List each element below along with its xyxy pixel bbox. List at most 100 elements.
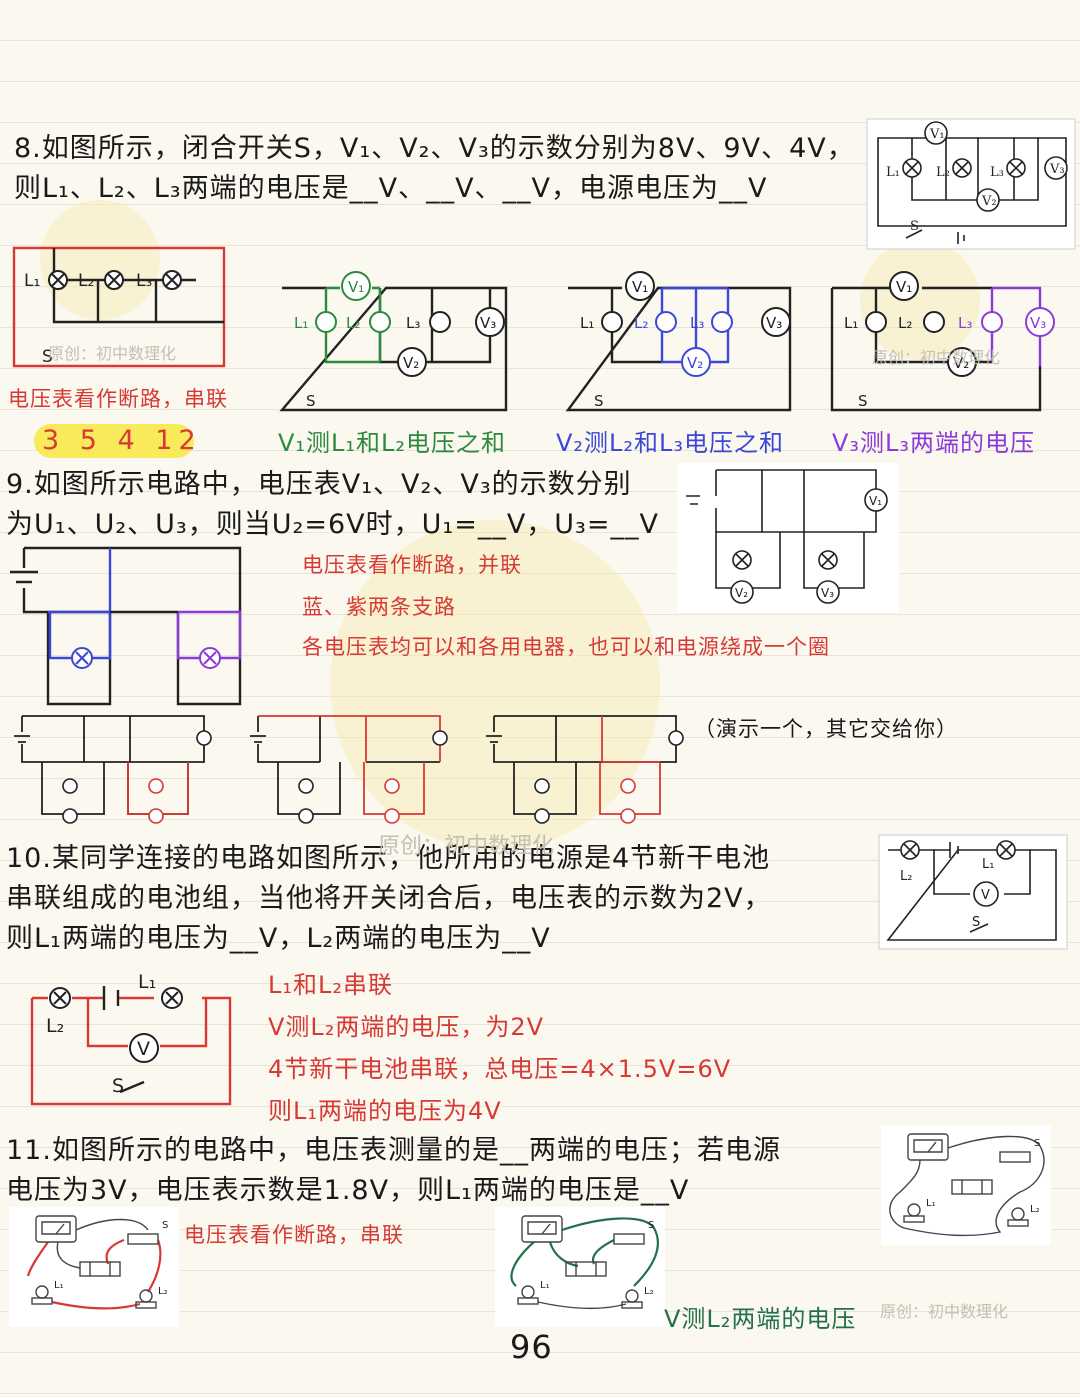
q8-series-sketch: L₁ L₂ L₃ S [12,246,226,368]
q9-demo-circuit-1 [14,715,212,824]
q8-circuit-v3-purple: V₁ L₁ L₂ L₃ V₃ V₂ S [830,271,1055,412]
q8-caption-v2: V₂测L₂和L₃电压之和 [556,429,785,457]
q8-c3-l3: L₃ [958,314,972,332]
q10-analysis-circuit: L₂ L₁ V S [30,971,232,1106]
q10-sketch-l2: L₂ [46,1015,64,1037]
q8-answers: 3 5 4 12 [42,425,202,456]
q8-caption-v1: V₁测L₁和L₂电压之和 [278,429,507,457]
q11-caption: V测L₂两端的电压 [664,1305,857,1333]
q11-note: 电压表看作断路，串联 [184,1223,404,1247]
q10-ref-s: S [972,915,980,930]
q8-c2-l1: L₁ [580,314,594,332]
q8-c1-v2: V₂ [403,354,419,372]
q8-sketch-l1: L₁ [24,271,40,291]
q9-demo-note: （演示一个，其它交给你） [694,717,958,741]
q8-ref-l1: L₁ [886,165,900,180]
q11-green-l1: L₁ [540,1280,550,1291]
q10-note2: V测L₂两端的电压，为2V [268,1013,545,1041]
q8-c2-v1: V₁ [632,278,648,296]
q11-question-line2: 电压为3V，电压表示数是1.8V，则L₁两端的电压是__V [6,1175,690,1206]
q8-c2-v3: V₃ [766,314,782,332]
q9-analysis-circuit [10,546,242,706]
q11-reference-apparatus: L₁ L₂ S [881,1125,1051,1245]
q8-c3-s: S [858,392,868,410]
q11-ref-l1: L₁ [926,1198,936,1209]
q10-ref-l2: L₂ [900,869,912,884]
watermark: 原创：初中数理化 [48,344,177,363]
q8-question-line1: 8.如图所示，闭合开关S，V₁、V₂、V₃的示数分别为8V、9V、4V， [14,133,855,164]
q10-reference-circuit: L₂ L₁ V S [878,834,1068,950]
q9-reference-circuit: V₁ V₂ V₃ [677,463,899,613]
q8-c1-l2: L₂ [346,314,360,332]
q10-sketch-s: S [112,1075,124,1097]
q11-red-s: S [162,1220,168,1231]
q10-sketch-l1: L₁ [138,971,156,993]
q9-note2: 蓝、紫两条支路 [302,595,456,619]
q10-sketch-v: V [137,1038,150,1060]
q11-ref-l2: L₂ [1030,1204,1040,1215]
q11-green-s: S [648,1220,654,1231]
q8-c1-v1: V₁ [348,278,364,296]
q10-note3: 4节新干电池串联，总电压=4×1.5V=6V [268,1055,732,1083]
q8-sketch-l3: L₃ [136,271,152,291]
q11-ref-s: S [1034,1138,1040,1149]
watermark: 原创：初中数理化 [872,348,1001,367]
q8-c2-l2: L₂ [634,314,648,332]
page-number: 96 [510,1328,553,1366]
q9-demo-circuit-2 [250,715,448,824]
q9-demo-circuit-3 [486,715,684,824]
q8-c1-s: S [306,392,316,410]
svg-text:V₁: V₁ [869,494,882,508]
q8-caption-v3: V₃测L₃两端的电压 [832,429,1036,457]
q8-c1-l1: L₁ [294,314,308,332]
watermark: 原创：初中数理化 [880,1302,1009,1321]
q8-c2-s: S [594,392,604,410]
q11-analysis-apparatus-green: L₁ L₂ S [495,1207,665,1327]
q8-sketch-l2: L₂ [78,271,94,291]
q8-ref-v1: V₁ [929,127,945,142]
q8-c1-v3: V₃ [480,314,496,332]
q8-ref-l2: L₂ [936,165,950,180]
q10-question-line3: 则L₁两端的电压为__V，L₂两端的电压为__V [6,923,551,954]
background-mascot [860,240,980,360]
q9-note3: 各电压表均可以和各用电器，也可以和电源绕成一个圈 [302,635,830,659]
q10-ref-v: V [981,888,990,903]
q10-note4: 则L₁两端的电压为4V [268,1097,502,1125]
q8-note: 电压表看作断路，串联 [8,387,228,411]
q8-c3-v3: V₃ [1030,314,1046,332]
q10-note1: L₁和L₂串联 [268,971,393,999]
q9-note1: 电压表看作断路，并联 [302,553,522,577]
q8-c3-v1: V₁ [896,278,912,296]
q8-sketch-s: S [42,347,53,367]
q11-question-line1: 11.如图所示的电路中，电压表测量的是__两端的电压；若电源 [6,1135,781,1166]
q8-reference-circuit: V₁ V₂ V₃ L₁ L₂ L₃ S [866,118,1076,250]
watermark: 原创：初中数理化 [378,834,555,859]
q8-c1-l3: L₃ [406,314,420,332]
q10-question-line2: 串联组成的电池组，当他将开关闭合后，电压表的示数为2V， [6,883,772,914]
background-mascot [330,520,660,850]
q8-ref-v3: V₃ [1049,162,1065,177]
q8-ref-l3: L₃ [990,165,1004,180]
q8-c3-l1: L₁ [844,314,858,332]
q11-green-l2: L₂ [644,1286,654,1297]
q8-ref-s: S [910,219,919,234]
q8-c2-v2: V₂ [687,354,703,372]
q8-c2-l3: L₃ [690,314,704,332]
q10-question-line1: 10.某同学连接的电路如图所示，他所用的电源是4节新干电池 [6,843,771,874]
q10-ref-l1: L₁ [982,857,994,872]
q8-question-line2: 则L₁、L₂、L₃两端的电压是__V、__V、__V，电源电压为__V [14,173,768,204]
background-mascot [40,200,160,320]
q11-red-l1: L₁ [54,1280,64,1291]
q8-c3-v2: V₂ [953,354,969,372]
svg-text:V₃: V₃ [821,586,834,600]
answer-highlight [34,424,194,458]
q8-circuit-v1-green: V₁ L₁ L₂ L₃ V₃ V₂ S [279,271,508,412]
q8-ref-v2: V₂ [981,194,997,209]
q9-question-line1: 9.如图所示电路中，电压表V₁、V₂、V₃的示数分别 [6,469,632,500]
svg-text:V₂: V₂ [735,586,748,600]
q11-analysis-apparatus-red: L₁ L₂ S [9,1207,179,1327]
q9-question-line2: 为U₁、U₂、U₃，则当U₂=6V时，U₁=__V，U₃=__V [6,509,659,540]
q8-circuit-v2-blue: V₁ L₁ L₂ L₃ V₃ V₂ S [565,271,792,412]
q8-c3-l2: L₂ [898,314,912,332]
q11-red-l2: L₂ [158,1286,168,1297]
